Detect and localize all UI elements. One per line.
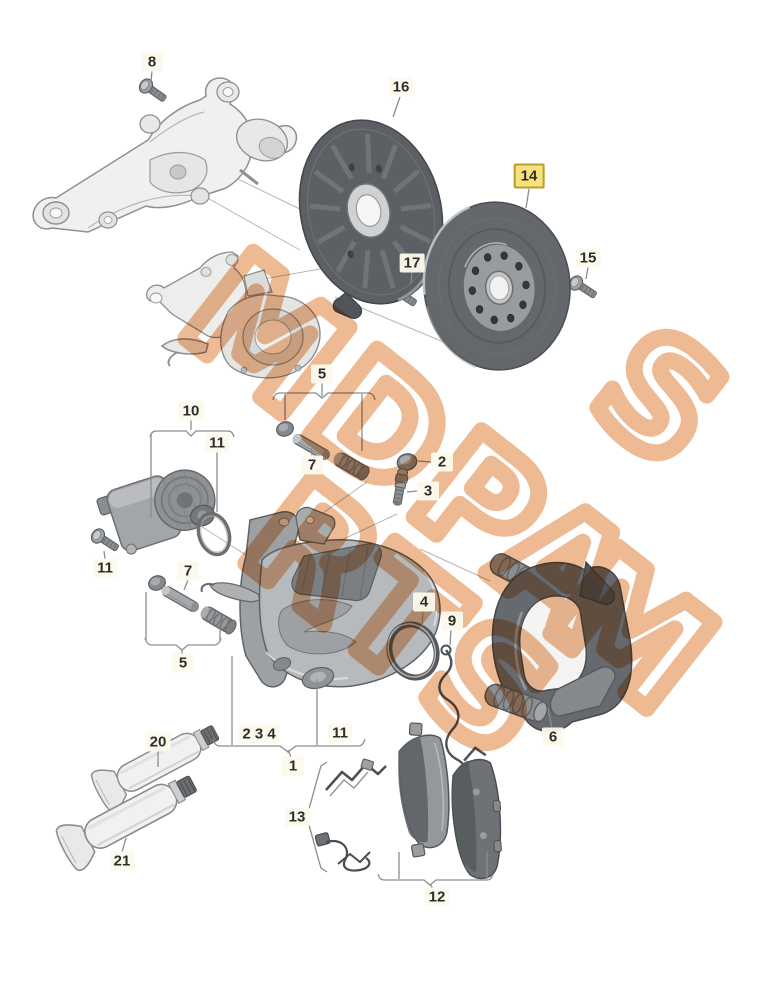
brake-pad-outer[interactable] — [395, 720, 453, 858]
callout-2[interactable]: 2 — [431, 452, 453, 472]
callout-16[interactable]: 16 — [388, 77, 414, 97]
callout-5-top[interactable]: 5 — [311, 364, 333, 384]
brake-pad-carrier[interactable] — [481, 549, 633, 733]
watermark-text-c: S — [563, 296, 762, 505]
o-ring[interactable] — [193, 509, 235, 558]
callout-12[interactable]: 12 — [424, 887, 450, 907]
callout-8[interactable]: 8 — [141, 52, 163, 72]
callout-6[interactable]: 6 — [542, 727, 564, 747]
guide-pin-left[interactable] — [159, 583, 201, 614]
callout-7-left[interactable]: 7 — [177, 561, 199, 581]
pad-retaining-clip-upper[interactable] — [325, 758, 387, 797]
brake-caliper-housing[interactable] — [200, 506, 441, 691]
callout-20[interactable]: 20 — [145, 732, 171, 752]
callout-11-group[interactable]: 11 — [328, 723, 352, 743]
callout-14-selected[interactable]: 14 — [513, 163, 545, 189]
callout-4[interactable]: 4 — [413, 592, 435, 612]
callout-17[interactable]: 17 — [399, 253, 425, 273]
piston-seal[interactable] — [380, 616, 444, 685]
assembled-caliper-view[interactable] — [146, 251, 321, 379]
callout-11-oring[interactable]: 11 — [205, 433, 229, 453]
callout-2-3-4-group[interactable]: 2 3 4 — [238, 724, 280, 744]
brake-pad-inner[interactable] — [449, 746, 506, 880]
callout-21[interactable]: 21 — [109, 851, 135, 871]
callout-7-top[interactable]: 7 — [301, 455, 323, 475]
brake-disc[interactable] — [416, 195, 579, 377]
bolt-8[interactable] — [136, 75, 170, 106]
group-brackets — [144, 392, 494, 886]
callout-1[interactable]: 1 — [282, 756, 304, 776]
callout-5-left[interactable]: 5 — [172, 653, 194, 673]
bleeder-valve-3[interactable] — [391, 468, 409, 507]
callout-15[interactable]: 15 — [575, 248, 601, 268]
callout-9[interactable]: 9 — [441, 611, 463, 631]
bolt-15[interactable] — [566, 272, 600, 303]
guide-bushing-left[interactable] — [197, 603, 240, 637]
callout-13[interactable]: 13 — [284, 807, 310, 827]
callout-3[interactable]: 3 — [417, 481, 439, 501]
callout-10[interactable]: 10 — [178, 401, 204, 421]
parking-brake-motor[interactable] — [95, 461, 224, 560]
callout-11-bolt[interactable]: 11 — [93, 558, 117, 578]
wheel-carrier[interactable] — [32, 77, 298, 233]
pad-retaining-clip-lower[interactable] — [314, 832, 371, 872]
